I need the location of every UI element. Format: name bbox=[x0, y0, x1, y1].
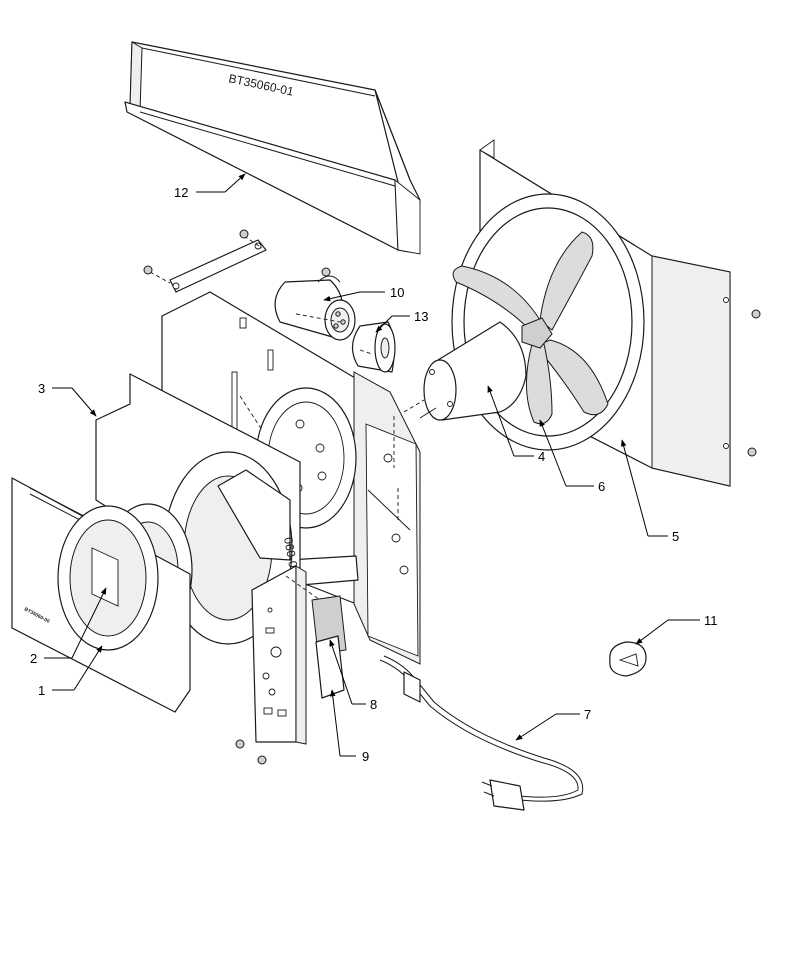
screw-icon bbox=[143, 229, 249, 275]
power-cord-part bbox=[379, 655, 584, 811]
callout-12: 12 bbox=[174, 185, 188, 200]
callout-7: 7 bbox=[584, 707, 591, 722]
duct-transition-part: BT35060-01 bbox=[124, 41, 421, 255]
capacitor-part bbox=[274, 267, 356, 341]
callout-8: 8 bbox=[370, 697, 377, 712]
callout-13: 13 bbox=[414, 309, 428, 324]
callout-1: 1 bbox=[38, 683, 45, 698]
callout-11: 11 bbox=[704, 613, 718, 628]
front-grille-part: BT35060-00 bbox=[11, 477, 191, 713]
fan-shroud-part bbox=[451, 139, 731, 487]
callout-4: 4 bbox=[538, 449, 545, 464]
callout-9: 9 bbox=[362, 749, 369, 764]
plug-part bbox=[351, 321, 396, 373]
control-board-part bbox=[251, 565, 347, 745]
callout-5: 5 bbox=[672, 529, 679, 544]
fan-blade-part bbox=[452, 231, 609, 425]
callout-3: 3 bbox=[38, 381, 45, 396]
clip-part bbox=[609, 641, 647, 677]
mounting-strap bbox=[149, 235, 267, 293]
callout-10: 10 bbox=[390, 285, 404, 300]
callout-2: 2 bbox=[30, 651, 37, 666]
callout-leaders bbox=[44, 173, 700, 757]
screw-icon bbox=[747, 309, 761, 457]
fan-motor-part bbox=[403, 321, 527, 421]
screw-icon bbox=[235, 739, 267, 765]
assembly-lines bbox=[285, 313, 399, 601]
callout-6: 6 bbox=[598, 479, 605, 494]
